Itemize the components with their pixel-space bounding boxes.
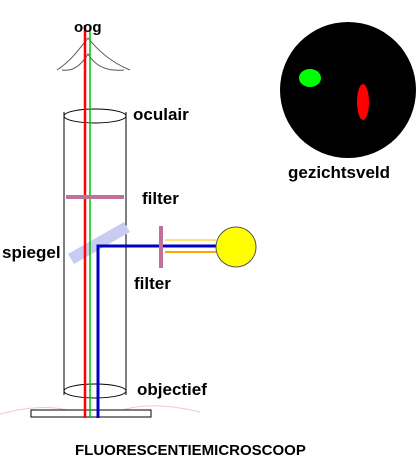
label-filter-side: filter [134, 274, 171, 293]
field-of-view-circle [280, 22, 416, 158]
field-of-view [280, 22, 416, 158]
microscope-tube [63, 108, 127, 399]
label-eye: oog [74, 19, 102, 36]
eye-icon [56, 37, 131, 71]
filter-side [159, 226, 163, 268]
microscope-stage [30, 409, 152, 418]
filter-top [66, 195, 124, 199]
green-spot [299, 69, 321, 87]
label-objective: objectief [137, 380, 207, 399]
stage-curve-right [119, 405, 201, 413]
dichroic-mirror [68, 222, 130, 264]
objective-lens [63, 383, 127, 399]
red-spot [357, 84, 369, 120]
label-field-of-view: gezichtsveld [288, 163, 390, 182]
label-filter-top: filter [142, 189, 179, 208]
diagram-title: FLUORESCENTIEMICROSCOOP [75, 442, 306, 459]
label-eyepiece: oculair [133, 105, 189, 124]
eyepiece-lens [63, 108, 127, 124]
label-mirror: spiegel [2, 243, 61, 262]
ray-blue [96, 244, 216, 418]
lamp-icon [215, 226, 257, 268]
